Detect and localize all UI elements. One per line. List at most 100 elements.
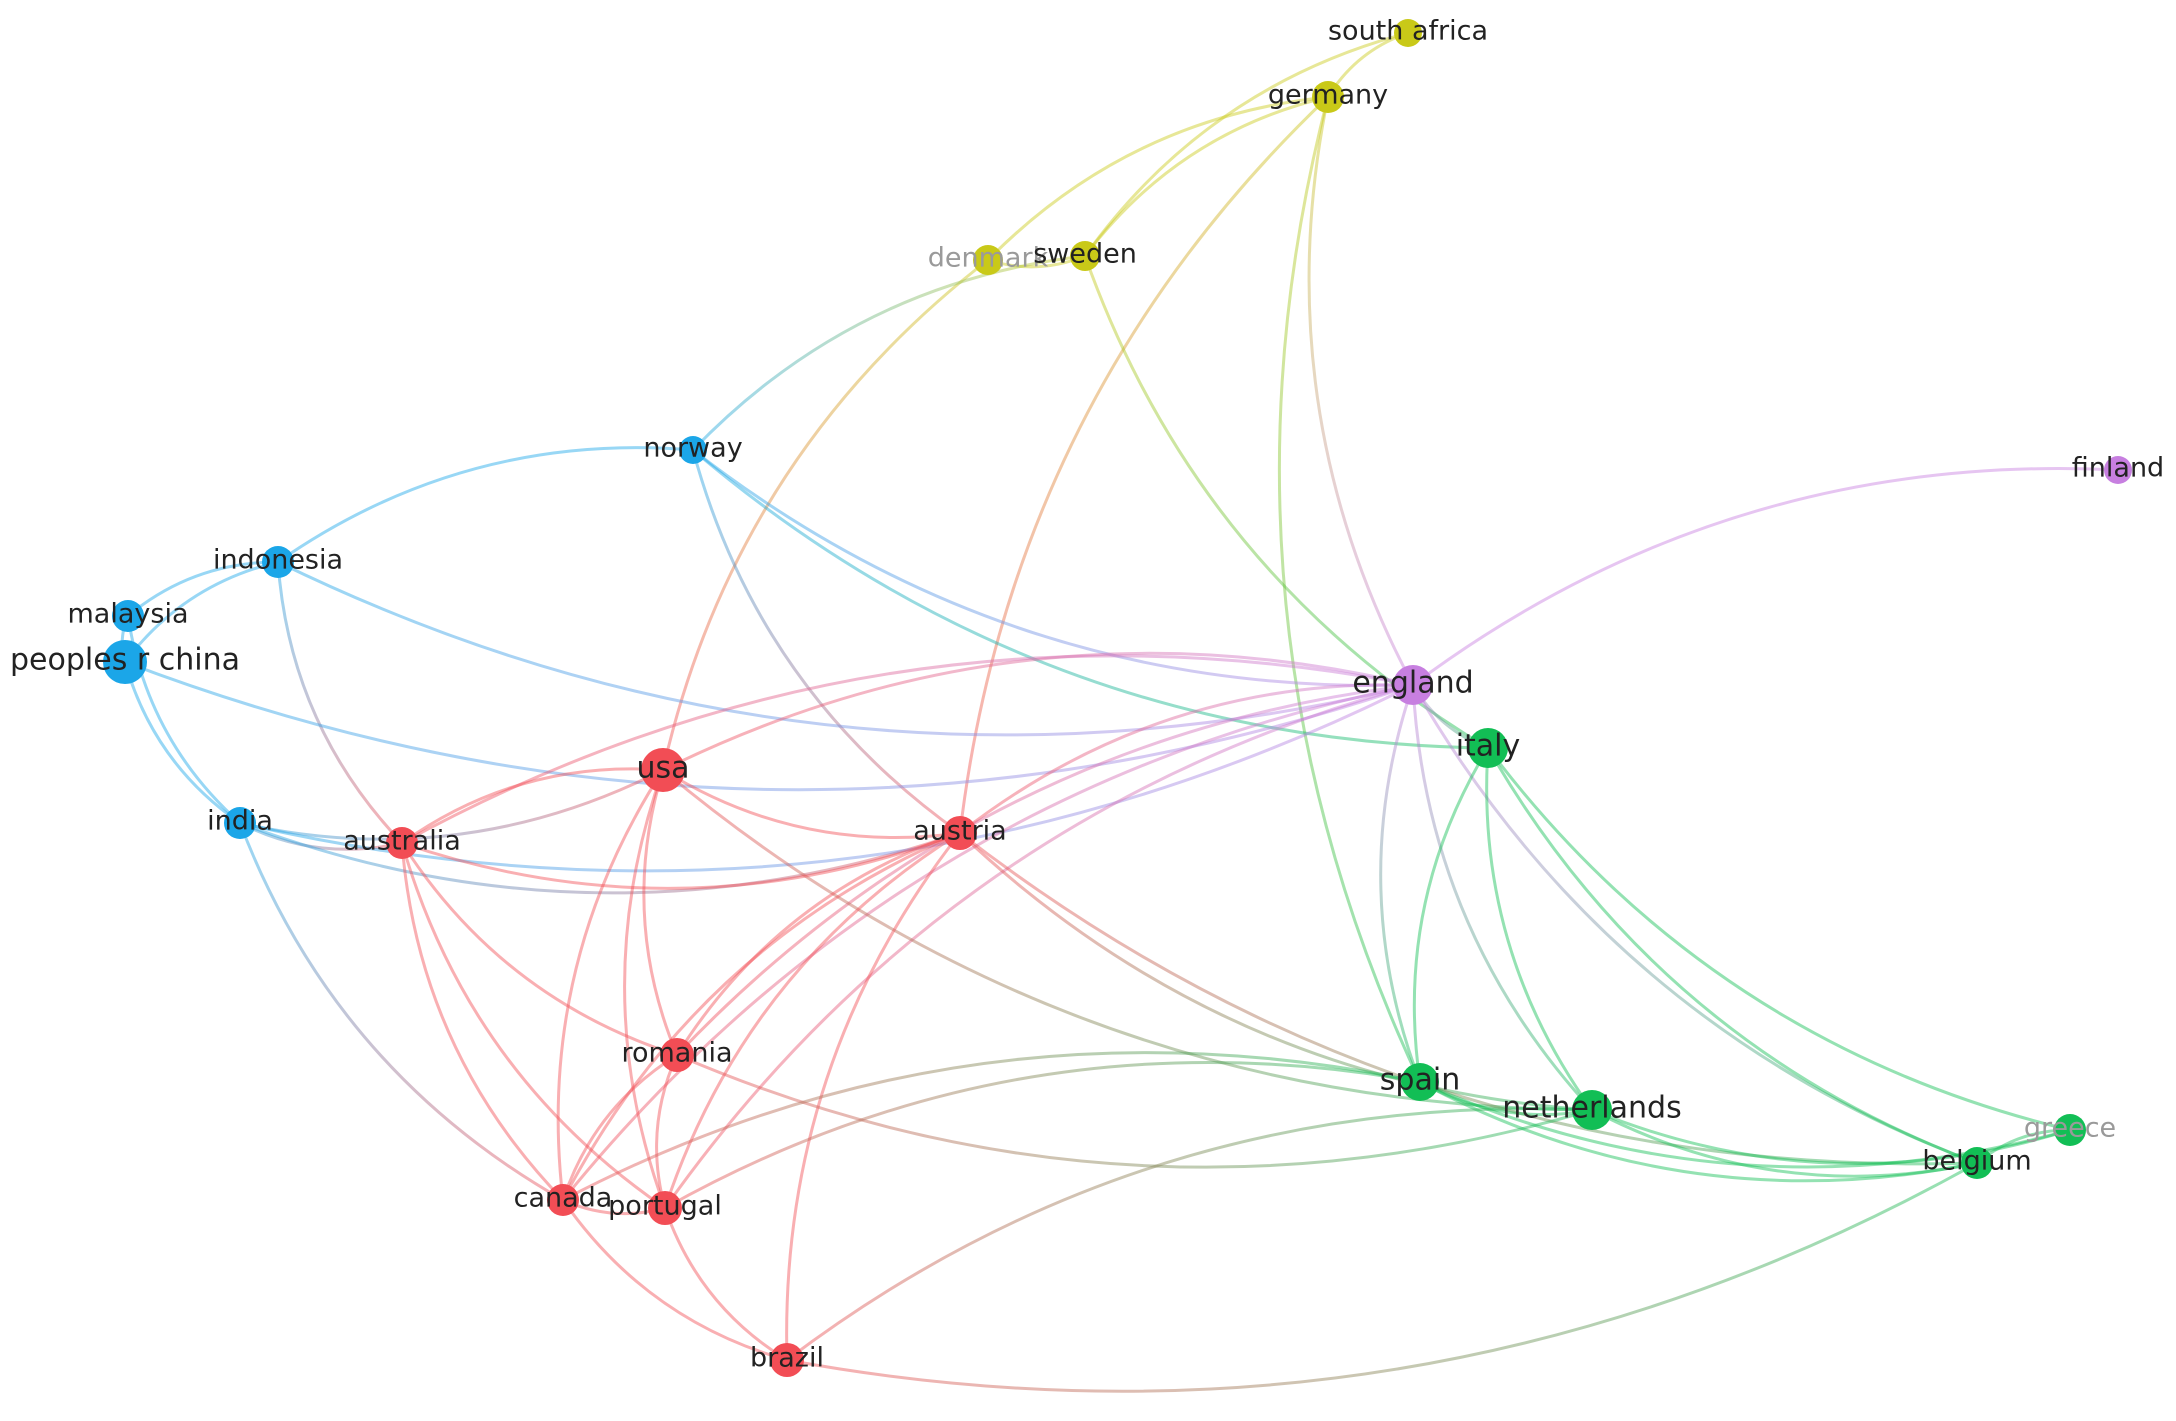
label-malaysia[interactable]: malaysia xyxy=(68,599,189,630)
link-india-canada xyxy=(238,822,564,1202)
node-south_africa[interactable] xyxy=(1394,19,1422,47)
link-australia-canada xyxy=(400,842,565,1202)
label-sweden[interactable]: sweden xyxy=(1033,239,1137,270)
node-brazil[interactable] xyxy=(770,1343,804,1377)
node-canada[interactable] xyxy=(547,1184,579,1216)
link-norway-italy xyxy=(692,448,1489,750)
label-brazil[interactable]: brazil xyxy=(750,1343,824,1374)
node-sweden[interactable] xyxy=(1070,241,1100,271)
label-indonesia[interactable]: indonesia xyxy=(213,545,343,576)
link-austria-brazil xyxy=(785,832,962,1361)
link-germany-denmark xyxy=(986,95,1329,262)
link-austria-romania xyxy=(675,831,961,1056)
node-malaysia[interactable] xyxy=(112,600,144,632)
link-usa-canada xyxy=(556,769,665,1201)
link-netherlands-belgium xyxy=(1591,1108,1978,1178)
label-finland[interactable]: finland xyxy=(2072,453,2164,484)
link-indonesia-malaysia xyxy=(127,560,279,618)
link-usa-netherlands xyxy=(662,768,1593,1112)
label-peoples_r_china[interactable]: peoples r china xyxy=(10,643,240,678)
link-netherlands-greece xyxy=(1591,1108,2071,1166)
link-italy-belgium xyxy=(1486,747,1978,1165)
label-canada[interactable]: canada xyxy=(514,1183,613,1214)
link-germany-sweden xyxy=(1083,95,1329,257)
label-denmark[interactable]: denmark xyxy=(928,243,1049,274)
link-england-australia xyxy=(401,654,1414,845)
link-usa-australia xyxy=(401,767,664,845)
link-romania-canada xyxy=(561,1053,678,1201)
link-australia-austria xyxy=(401,831,961,890)
link-denmark-usa xyxy=(661,258,989,771)
node-denmark[interactable] xyxy=(973,245,1003,275)
node-finland[interactable] xyxy=(2104,456,2132,484)
node-indonesia[interactable] xyxy=(262,546,294,578)
node-portugal[interactable] xyxy=(648,1191,682,1225)
link-austria-belgium xyxy=(959,831,1978,1166)
node-england[interactable] xyxy=(1393,665,1433,705)
link-india-austria xyxy=(239,821,961,895)
link-norway-indonesia xyxy=(277,446,694,564)
link-spain-canada xyxy=(562,1051,1421,1202)
node-peoples_r_china[interactable] xyxy=(103,640,147,684)
link-canada-brazil xyxy=(561,1199,788,1362)
label-romania[interactable]: romania xyxy=(621,1038,732,1069)
node-norway[interactable] xyxy=(679,436,707,464)
network-nodes xyxy=(103,19,2132,1377)
node-netherlands[interactable] xyxy=(1572,1090,1612,1130)
label-belgium[interactable]: belgium xyxy=(1922,1146,2031,1177)
label-austria[interactable]: austria xyxy=(913,816,1006,847)
link-england-usa xyxy=(662,651,1414,772)
link-norway-austria xyxy=(691,449,961,835)
node-belgium[interactable] xyxy=(1961,1147,1993,1179)
link-india-england xyxy=(239,683,1414,873)
link-italy-greece xyxy=(1486,747,2071,1132)
link-austria-portugal xyxy=(663,831,961,1209)
link-romania-netherlands xyxy=(676,1053,1593,1169)
node-romania[interactable] xyxy=(660,1038,694,1072)
link-romania-portugal xyxy=(655,1054,679,1209)
label-norway[interactable]: norway xyxy=(643,433,742,464)
node-spain[interactable] xyxy=(1401,1063,1439,1101)
label-australia[interactable]: australia xyxy=(343,826,461,857)
node-australia[interactable] xyxy=(386,827,418,859)
link-sweden-norway xyxy=(691,254,1086,452)
link-italy-netherlands xyxy=(1485,747,1594,1111)
node-italy[interactable] xyxy=(1468,728,1508,768)
link-germany-austria xyxy=(958,95,1330,834)
link-usa-romania xyxy=(642,769,679,1056)
link-england-romania xyxy=(675,683,1414,1057)
link-indonesia-australia xyxy=(276,561,404,845)
link-spain-belgium xyxy=(1419,1080,1978,1183)
link-spain-portugal xyxy=(664,1060,1421,1210)
label-south_africa[interactable]: south africa xyxy=(1328,16,1488,47)
link-australia-portugal xyxy=(400,842,666,1210)
link-england-belgium xyxy=(1411,684,1978,1165)
node-austria[interactable] xyxy=(943,816,977,850)
label-usa[interactable]: usa xyxy=(636,751,689,786)
link-finland-england xyxy=(1412,467,2119,687)
link-peoples_r_china-england xyxy=(124,660,1414,792)
label-spain[interactable]: spain xyxy=(1380,1063,1460,1098)
label-portugal[interactable]: portugal xyxy=(608,1191,722,1222)
node-germany[interactable] xyxy=(1312,81,1344,113)
link-peoples_r_china-india xyxy=(123,661,241,825)
link-spain-netherlands xyxy=(1419,1080,1593,1117)
link-italy-spain xyxy=(1412,747,1490,1083)
link-usa-portugal xyxy=(623,769,667,1209)
label-netherlands[interactable]: netherlands xyxy=(1502,1091,1681,1126)
link-germany-england xyxy=(1307,96,1415,686)
link-south_africa-sweden xyxy=(1083,31,1409,257)
label-india[interactable]: india xyxy=(207,806,273,837)
label-england[interactable]: england xyxy=(1352,666,1473,701)
link-england-austria xyxy=(959,683,1414,835)
node-usa[interactable] xyxy=(641,748,685,792)
label-greece[interactable]: greece xyxy=(2024,1113,2116,1144)
node-greece[interactable] xyxy=(2054,1114,2086,1146)
node-india[interactable] xyxy=(224,807,256,839)
label-italy[interactable]: italy xyxy=(1456,729,1521,764)
link-usa-austria xyxy=(662,768,961,839)
link-austria-netherlands xyxy=(958,831,1593,1112)
label-germany[interactable]: germany xyxy=(1268,80,1388,111)
